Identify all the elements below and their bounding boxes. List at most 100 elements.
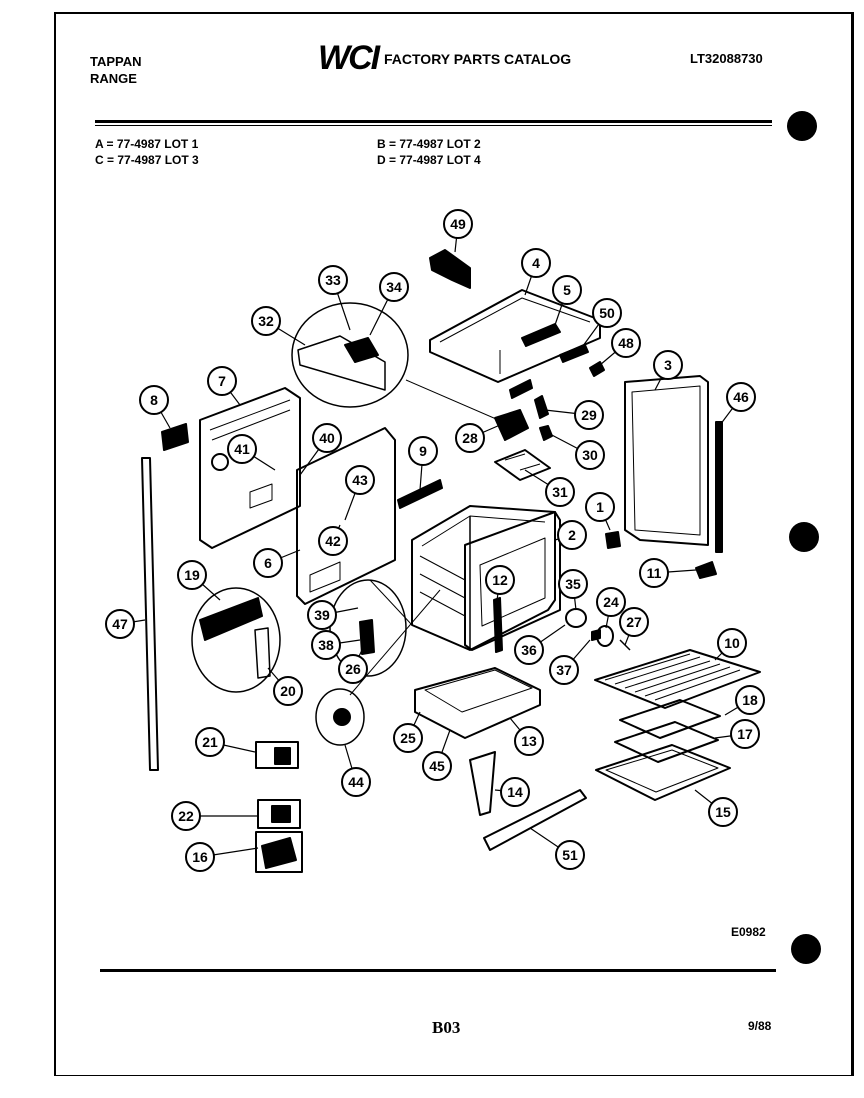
callout-37: 37 bbox=[549, 655, 579, 685]
callout-bubble bbox=[408, 436, 438, 466]
binder-hole-middle bbox=[789, 522, 819, 552]
callout-26: 26 bbox=[338, 654, 368, 684]
callout-bubble bbox=[558, 569, 588, 599]
callout-number: 26 bbox=[345, 661, 361, 677]
callout-bubble bbox=[345, 465, 375, 495]
callout-bubble bbox=[227, 434, 257, 464]
side-trim-strip bbox=[141, 457, 159, 771]
callout-bubble bbox=[338, 654, 368, 684]
callout-number: 47 bbox=[112, 616, 128, 632]
callout-bubble bbox=[521, 248, 551, 278]
callout-bubble bbox=[555, 840, 585, 870]
callout-8: 8 bbox=[139, 385, 169, 415]
callout-bubble bbox=[596, 587, 626, 617]
callout-bubble bbox=[207, 366, 237, 396]
oven-rack bbox=[594, 649, 761, 709]
callout-number: 22 bbox=[178, 808, 194, 824]
callout-bubble bbox=[422, 751, 452, 781]
callout-10: 10 bbox=[717, 628, 747, 658]
callout-number: 16 bbox=[192, 849, 208, 865]
door-gasket bbox=[715, 421, 723, 553]
callout-bubble bbox=[393, 723, 423, 753]
callout-bubble bbox=[514, 635, 544, 665]
callout-34: 34 bbox=[379, 272, 409, 302]
callout-bubble bbox=[455, 423, 485, 453]
callout-number: 12 bbox=[492, 572, 508, 588]
front-frame bbox=[464, 511, 561, 651]
callout-46: 46 bbox=[726, 382, 756, 412]
callout-number: 27 bbox=[626, 614, 642, 630]
callout-bubble bbox=[379, 272, 409, 302]
callout-number: 50 bbox=[599, 305, 615, 321]
part-16-box bbox=[255, 831, 303, 873]
callout-21: 21 bbox=[195, 727, 225, 757]
side-panel bbox=[296, 427, 396, 605]
callout-number: 44 bbox=[348, 774, 364, 790]
callout-number: 17 bbox=[737, 726, 753, 742]
part-50 bbox=[559, 344, 589, 363]
callout-25: 25 bbox=[393, 723, 423, 753]
callout-number: 29 bbox=[581, 407, 597, 423]
callout-bubble bbox=[171, 801, 201, 831]
callout-number: 20 bbox=[280, 683, 296, 699]
callout-bubble bbox=[443, 209, 473, 239]
callout-bubble bbox=[735, 685, 765, 715]
callout-bubble bbox=[253, 548, 283, 578]
footer-rule bbox=[100, 969, 776, 972]
callout-number: 21 bbox=[202, 734, 218, 750]
callout-number: 39 bbox=[314, 607, 330, 623]
callout-number: 37 bbox=[556, 662, 572, 678]
callout-number: 24 bbox=[603, 594, 619, 610]
callout-number: 46 bbox=[733, 389, 749, 405]
rear-panel-hole bbox=[211, 453, 229, 471]
broiler-pan bbox=[614, 721, 719, 763]
part-8-clip bbox=[161, 423, 189, 451]
header-rule-thin bbox=[95, 125, 772, 126]
callout-36: 36 bbox=[514, 635, 544, 665]
callout-number: 45 bbox=[429, 758, 445, 774]
callout-number: 6 bbox=[264, 555, 272, 571]
part-12 bbox=[493, 597, 503, 653]
oven-body bbox=[411, 505, 556, 651]
callout-bubble bbox=[545, 477, 575, 507]
callout-2: 2 bbox=[557, 520, 587, 550]
callout-bubble bbox=[552, 275, 582, 305]
callout-16: 16 bbox=[185, 842, 215, 872]
callout-5: 5 bbox=[552, 275, 582, 305]
callout-bubble bbox=[139, 385, 169, 415]
callout-33: 33 bbox=[318, 265, 348, 295]
catalog-title: FACTORY PARTS CATALOG bbox=[384, 51, 572, 67]
callout-number: 9 bbox=[419, 443, 427, 459]
callout-31: 31 bbox=[545, 477, 575, 507]
callout-50: 50 bbox=[592, 298, 622, 328]
callout-35: 35 bbox=[558, 569, 588, 599]
callout-number: 34 bbox=[386, 279, 402, 295]
part-35 bbox=[565, 608, 587, 628]
part-14 bbox=[469, 751, 496, 816]
top-cover bbox=[429, 289, 601, 383]
callout-39: 39 bbox=[307, 600, 337, 630]
callout-bubble bbox=[177, 560, 207, 590]
callout-number: 7 bbox=[218, 373, 226, 389]
callout-47: 47 bbox=[105, 609, 135, 639]
callout-number: 31 bbox=[552, 484, 568, 500]
callout-38: 38 bbox=[311, 630, 341, 660]
callout-number: 10 bbox=[724, 635, 740, 651]
callout-bubble bbox=[726, 382, 756, 412]
callout-32: 32 bbox=[251, 306, 281, 336]
callout-18: 18 bbox=[735, 685, 765, 715]
lot-a: A = 77-4987 LOT 1 bbox=[95, 137, 199, 151]
revision-date: 9/88 bbox=[748, 1019, 772, 1033]
detail-circle-left bbox=[191, 587, 281, 693]
part-30 bbox=[539, 425, 553, 441]
callout-number: 8 bbox=[150, 392, 158, 408]
callout-bubble bbox=[307, 600, 337, 630]
callout-number: 1 bbox=[596, 499, 604, 515]
callout-40: 40 bbox=[312, 423, 342, 453]
callout-number: 2 bbox=[568, 527, 576, 543]
lot-d: D = 77-4987 LOT 4 bbox=[377, 153, 481, 167]
callout-number: 43 bbox=[352, 472, 368, 488]
callout-number: 49 bbox=[450, 216, 466, 232]
callout-bubble bbox=[312, 423, 342, 453]
